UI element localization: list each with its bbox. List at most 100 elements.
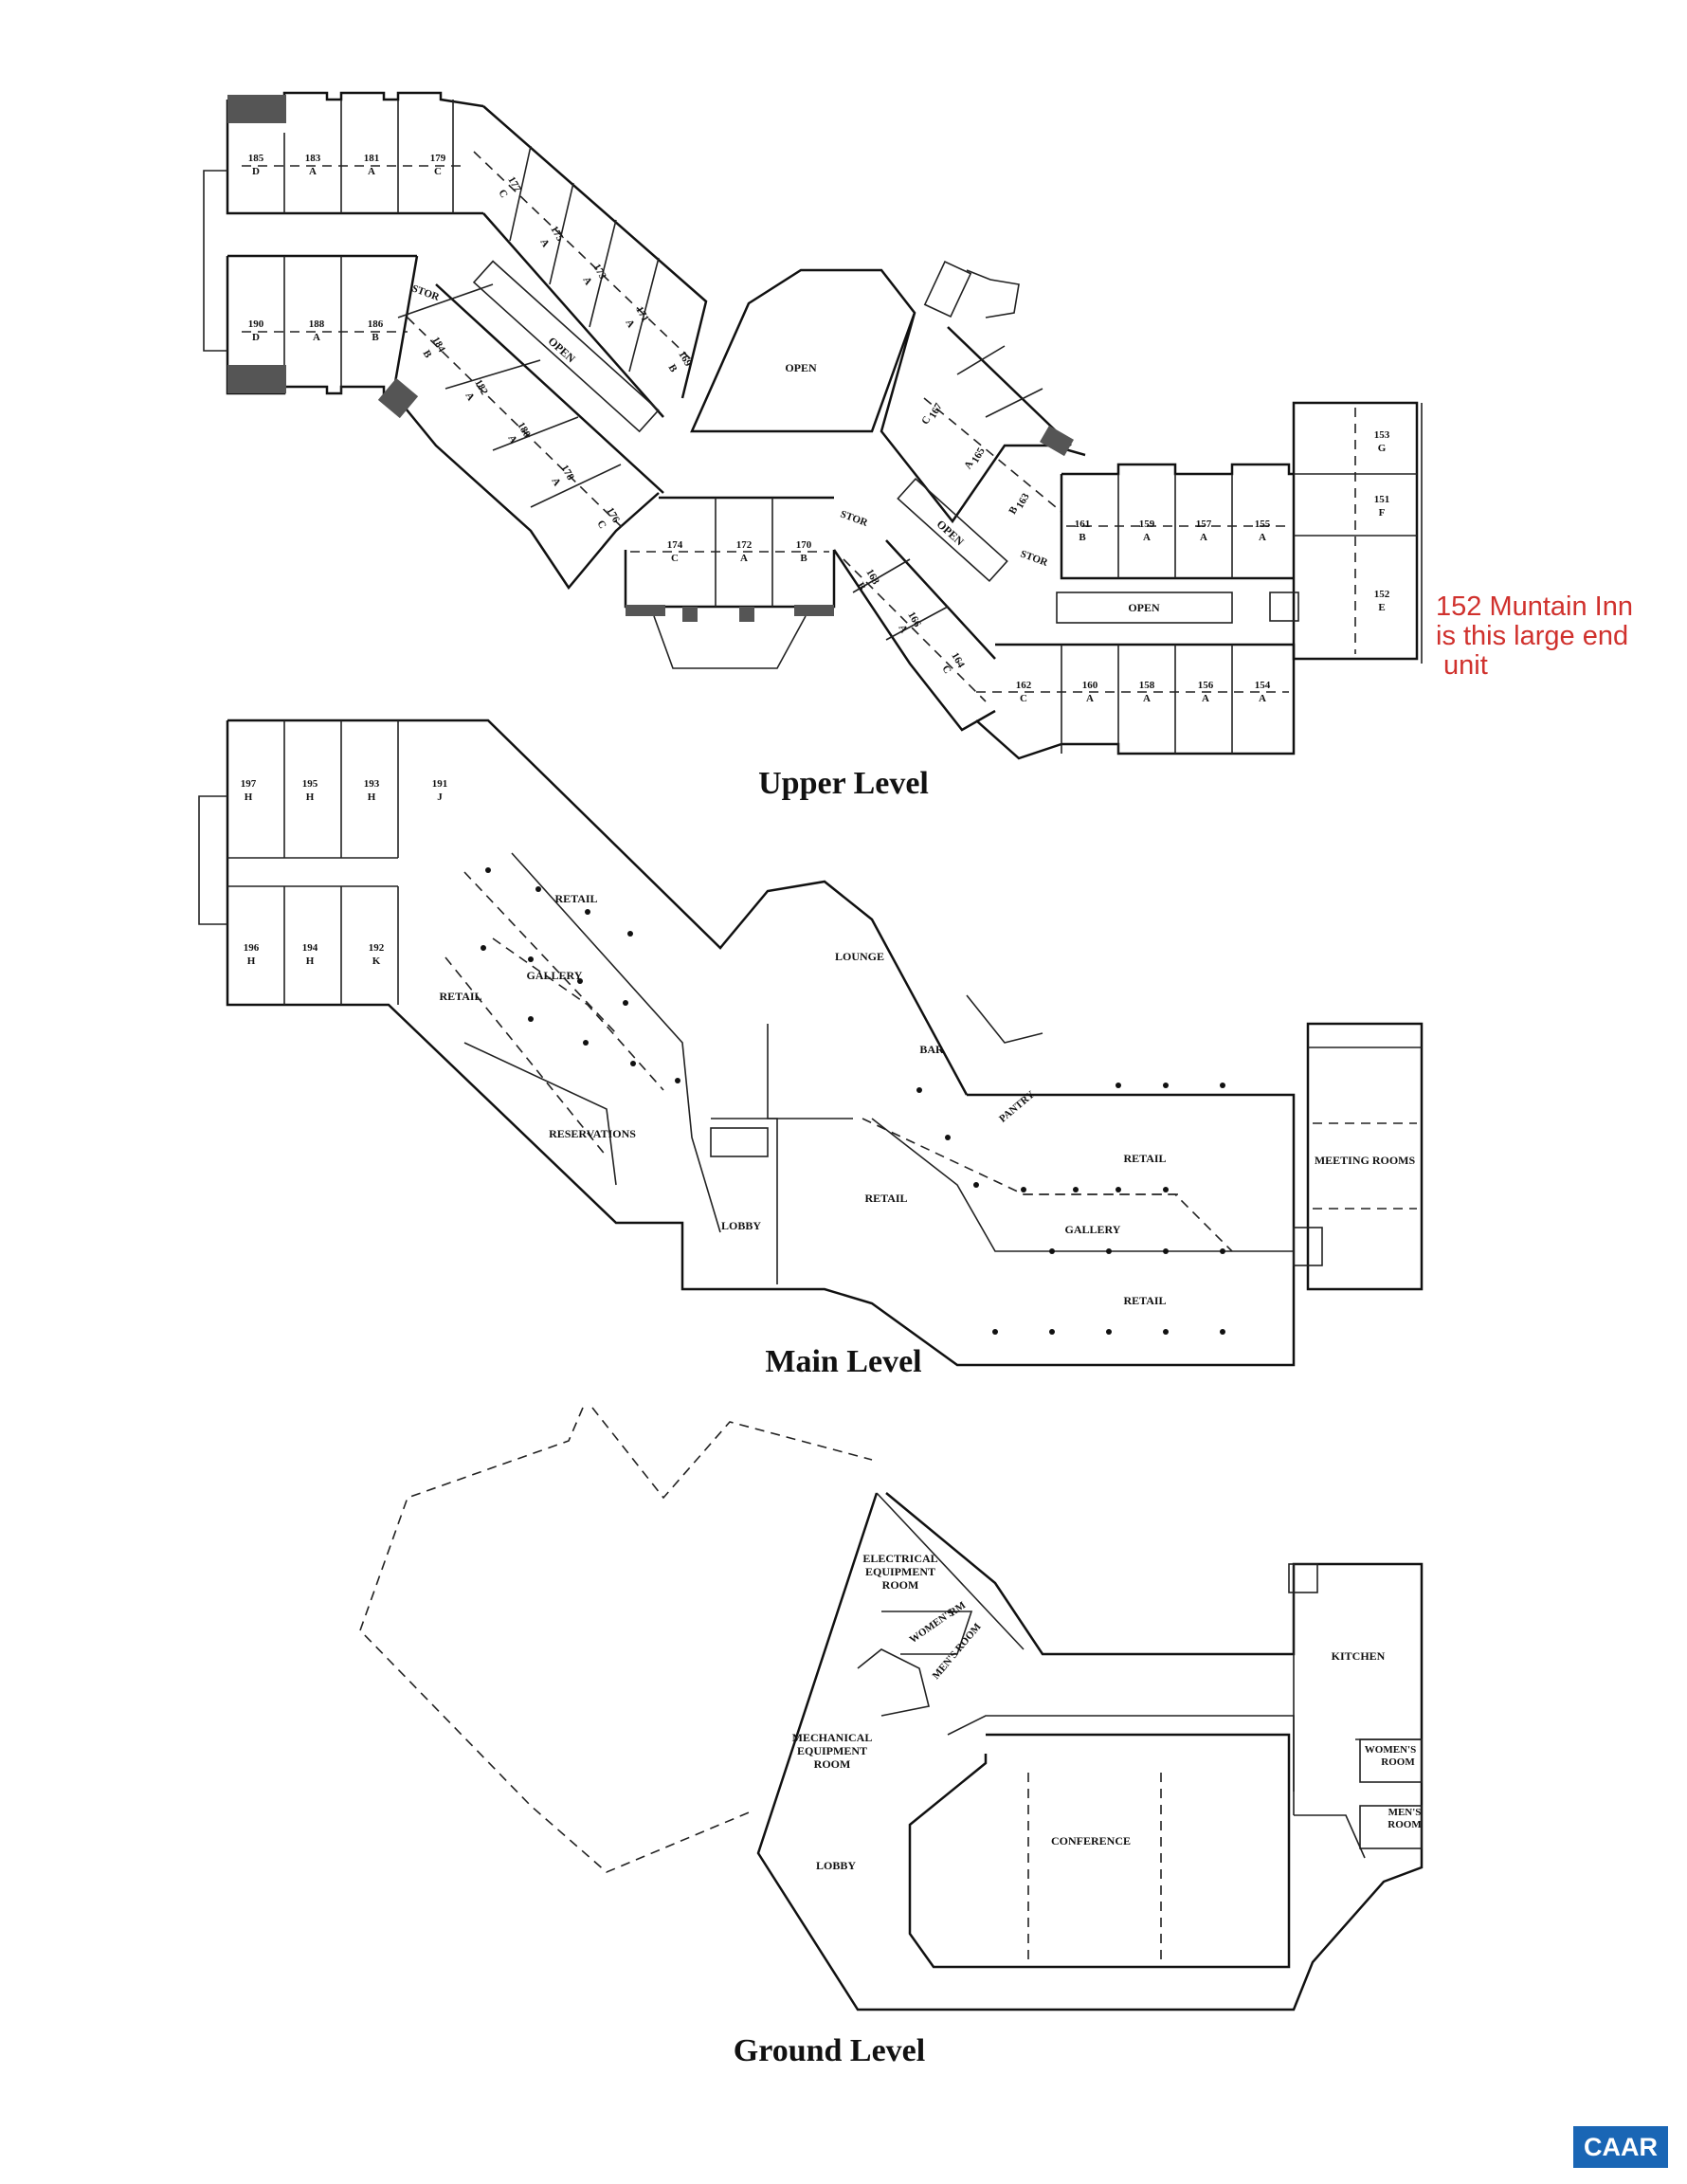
unit-171-type: A <box>623 318 636 330</box>
lounge-label: LOUNGE <box>835 950 884 963</box>
column-dot <box>1220 1083 1225 1088</box>
unit-181-type: A <box>368 166 375 177</box>
gallery-columns <box>481 867 1225 1335</box>
unit-157-type: A <box>1200 532 1207 543</box>
unit-185-number: 185 <box>248 153 264 164</box>
column-dot <box>1163 1248 1169 1254</box>
retail-label-center: RETAIL <box>864 1192 907 1205</box>
mens-room-label-line2: ROOM <box>1388 1819 1422 1830</box>
unit-195-number: 195 <box>302 778 318 790</box>
unit-176-type: C <box>594 519 608 531</box>
unit-171-number: 171 <box>633 304 651 323</box>
unit-151-number: 151 <box>1374 494 1390 505</box>
womens-room-label-line1: WOMEN'S <box>1365 1744 1416 1756</box>
unit-160-type: A <box>1086 693 1094 704</box>
column-dot <box>1220 1248 1225 1254</box>
unit-161-type: B <box>1079 532 1086 543</box>
upper-level-title: Upper Level <box>758 766 929 801</box>
unit-183-number: 183 <box>305 153 321 164</box>
stor-label-2: STOR <box>839 508 870 529</box>
unit-174-type: C <box>671 553 679 564</box>
unit-173-type: A <box>580 275 593 287</box>
unit-182-type: A <box>463 391 476 403</box>
column-dot <box>1106 1248 1112 1254</box>
unit-153-number: 153 <box>1374 429 1390 441</box>
unit-186-number: 186 <box>368 318 384 330</box>
unit-156-number: 156 <box>1198 680 1214 691</box>
unit-179-number: 179 <box>430 153 446 164</box>
upper-level-unit-labels: 185 D 183 A 181 A 179 C 177 C 175 A 173 … <box>248 153 1390 704</box>
unit-190-type: D <box>252 332 260 343</box>
unit-162-number: 162 <box>1016 680 1032 691</box>
unit-197-number: 197 <box>241 778 257 790</box>
retail-label-northwest: RETAIL <box>554 892 597 905</box>
column-dot <box>1163 1329 1169 1335</box>
unit-194-type: H <box>306 956 315 967</box>
lobby-label-main: LOBBY <box>721 1219 761 1232</box>
unit-155-type: A <box>1259 532 1266 543</box>
ground-level-plan <box>359 1407 1424 2011</box>
unit-172-type: A <box>740 553 748 564</box>
column-dot <box>623 1000 628 1006</box>
unit-177-type: C <box>496 188 509 200</box>
column-dot <box>1220 1329 1225 1335</box>
column-dot <box>1049 1329 1055 1335</box>
unit-178-type: A <box>549 476 562 488</box>
unit-183-type: A <box>309 166 317 177</box>
unit-188-type: A <box>313 332 320 343</box>
main-level-title: Main Level <box>765 1344 921 1379</box>
kitchen-label: KITCHEN <box>1332 1649 1386 1663</box>
unit-186-type: B <box>372 332 379 343</box>
column-dot <box>1116 1083 1121 1088</box>
main-level-plan <box>198 719 1424 1367</box>
column-dot <box>630 1061 636 1066</box>
unit-170-number: 170 <box>796 539 812 551</box>
meeting-rooms-label: MEETING ROOMS <box>1315 1154 1416 1167</box>
unit-169-type: B <box>666 362 680 374</box>
column-dot <box>916 1087 922 1093</box>
column-dot <box>485 867 491 873</box>
unit-180-type: A <box>505 433 518 446</box>
column-dot <box>675 1078 680 1083</box>
mechanical-room-label-line2: EQUIPMENT <box>797 1744 867 1757</box>
unit-181-number: 181 <box>364 153 380 164</box>
retail-label-northeast: RETAIL <box>1123 1152 1166 1165</box>
column-dot <box>528 1016 534 1022</box>
conference-label: CONFERENCE <box>1051 1834 1131 1847</box>
unit-174-number: 174 <box>667 539 683 551</box>
unit-154-type: A <box>1259 693 1266 704</box>
unit-159-type: A <box>1143 532 1151 543</box>
column-dot <box>1163 1187 1169 1192</box>
lobby-label-ground: LOBBY <box>816 1859 856 1872</box>
column-dot <box>535 886 541 892</box>
unit-179-type: C <box>434 166 442 177</box>
gallery-label-east: GALLERY <box>1065 1223 1121 1236</box>
column-dot <box>481 945 486 951</box>
unit-158-number: 158 <box>1139 680 1155 691</box>
column-dot <box>528 956 534 962</box>
unit-156-type: A <box>1202 693 1209 704</box>
column-dot <box>945 1135 951 1140</box>
unit-161-number: 161 <box>1075 519 1091 530</box>
unit-160-number: 160 <box>1082 680 1098 691</box>
unit-185-type: D <box>252 166 260 177</box>
column-dot <box>577 978 583 984</box>
upper-level-plan <box>203 91 1423 760</box>
unit-165-number: 165 <box>970 446 988 465</box>
mens-room-label-line1: MEN'S <box>1388 1807 1422 1818</box>
unit-152-type: E <box>1378 602 1385 613</box>
ground-level-labels: ELECTRICAL EQUIPMENT ROOM WOMEN'S RM MEN… <box>792 1552 1423 1872</box>
unit-157-number: 157 <box>1196 519 1212 530</box>
unit-159-number: 159 <box>1139 519 1155 530</box>
column-dot <box>627 931 633 937</box>
column-dot <box>992 1329 998 1335</box>
unit-191-type: J <box>437 792 443 803</box>
unit-190-number: 190 <box>248 318 264 330</box>
unit-158-type: A <box>1143 693 1151 704</box>
open-label-east: OPEN <box>1128 601 1160 614</box>
mechanical-room-label-line1: MECHANICAL <box>792 1731 873 1744</box>
unit-167-number: 167 <box>927 401 945 421</box>
reservations-label: RESERVATIONS <box>549 1127 636 1140</box>
column-dot <box>1049 1248 1055 1254</box>
unit-184-type: B <box>421 348 434 360</box>
